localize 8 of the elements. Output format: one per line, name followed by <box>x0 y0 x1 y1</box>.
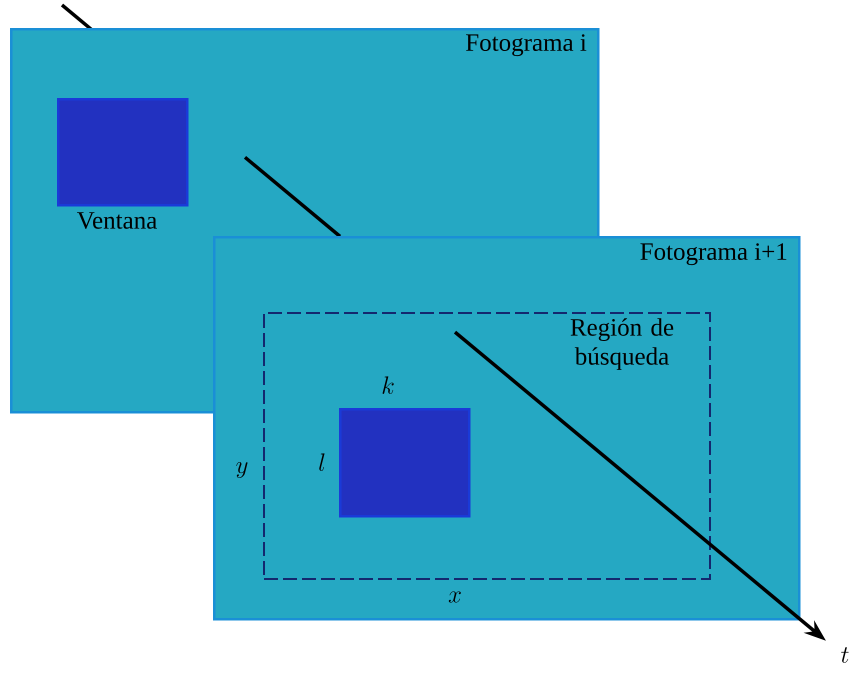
node-label: Ventana <box>77 212 157 229</box>
window-box: Ventana <box>57 98 188 229</box>
axis-label: $t$ <box>841 647 849 663</box>
dimension-label: $k$ <box>382 376 394 394</box>
window-box <box>339 408 470 518</box>
dimension-label: $y$ <box>236 462 248 478</box>
dimension-label: $l$ <box>319 453 324 471</box>
dimension-label: $x$ <box>448 591 461 603</box>
